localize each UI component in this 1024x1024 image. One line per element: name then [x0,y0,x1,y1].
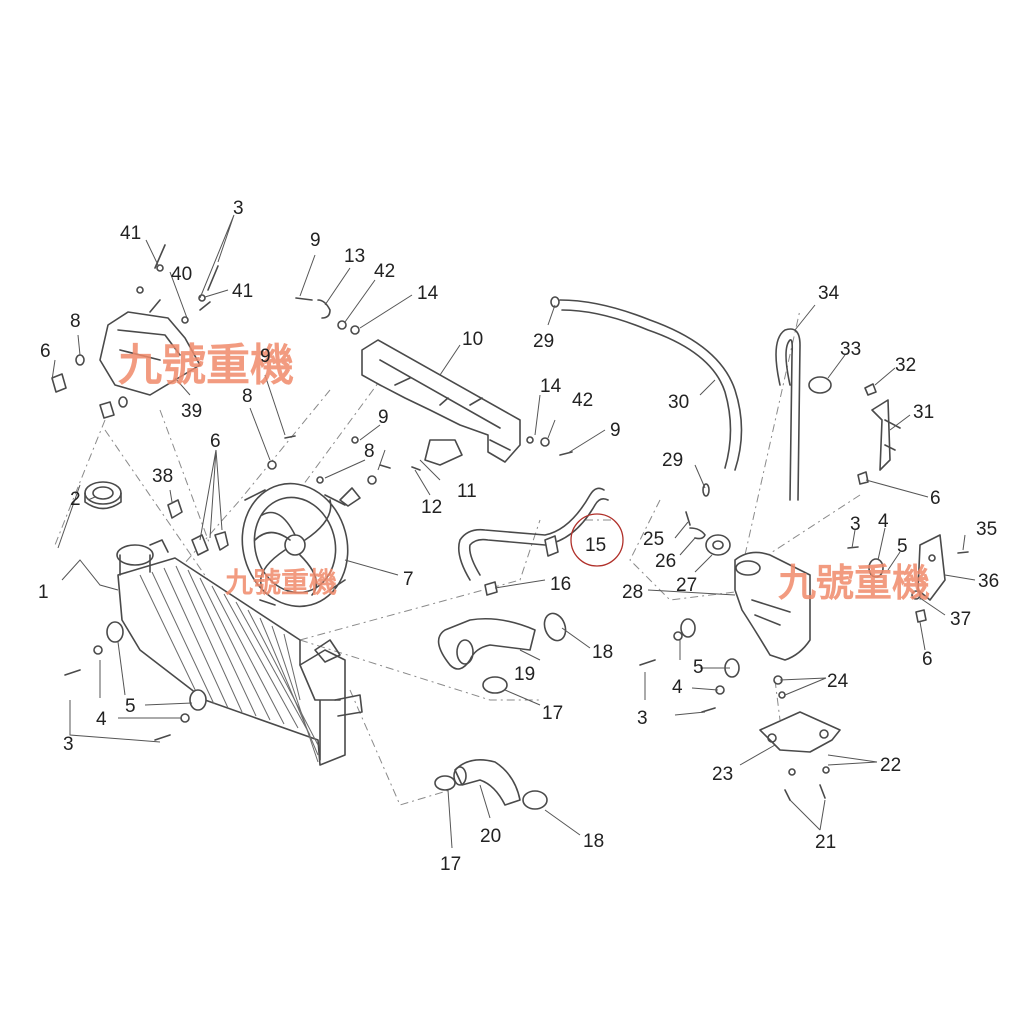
callout-19: 19 [514,664,535,685]
callout-4: 4 [878,511,889,532]
callout-9: 9 [610,420,621,441]
callout-5: 5 [125,696,136,717]
callout-18: 18 [583,831,604,852]
callout-14: 14 [417,283,439,304]
callout-4: 4 [672,677,683,698]
callout-5: 5 [693,657,704,678]
callout-27: 27 [676,575,697,596]
callout-3: 3 [850,514,861,535]
callout-42: 42 [572,390,593,411]
cooling-fan [241,482,361,608]
callout-31: 31 [913,402,934,423]
callout-3: 3 [233,198,244,219]
callout-3: 3 [637,708,648,729]
hose-clamps [434,296,832,810]
callout-2: 2 [70,489,81,510]
watermark-top-left: 九號重機 [118,340,294,391]
watermark-right: 九號重機 [778,561,930,605]
callout-6: 6 [922,649,933,670]
callout-21: 21 [815,832,836,853]
expansion-tank [705,534,811,661]
callout-15: 15 [585,535,606,556]
callout-4: 4 [96,709,107,730]
hose-15 [457,487,609,581]
bracket-36 [917,534,946,601]
callout-41: 41 [120,223,141,244]
callout-labels: 1 2 3 3 3 3 4 4 4 5 5 5 6 6 6 6 7 8 8 8 … [38,198,999,875]
callout-39: 39 [181,401,202,422]
upper-mounting-bracket [361,339,521,466]
hardware-fasteners [51,244,969,801]
callout-42: 42 [374,261,395,282]
callout-35: 35 [976,519,997,540]
callout-9: 9 [260,346,271,367]
hose-30 [559,299,743,471]
callout-23: 23 [712,764,733,785]
radiator [116,539,363,766]
callout-38: 38 [152,466,173,487]
radiator-shroud [99,311,201,396]
radiator-cap [84,481,122,510]
callout-33: 33 [840,339,861,360]
callout-9: 9 [310,230,321,251]
callout-13: 13 [344,246,365,267]
tank-lower-bracket [759,711,841,753]
callout-17: 17 [440,854,461,875]
callout-40: 40 [171,264,192,285]
callout-8: 8 [70,311,81,332]
leader-lines [51,214,976,849]
callout-11: 11 [457,481,477,502]
callout-5: 5 [897,536,908,557]
callout-10: 10 [462,329,483,350]
callout-24: 24 [827,671,849,692]
callout-34: 34 [818,283,840,304]
callout-18: 18 [592,642,613,663]
callout-8: 8 [364,441,375,462]
callout-16: 16 [550,574,571,595]
bracket-31 [871,399,901,471]
callout-25: 25 [643,529,664,550]
hose-20 [453,759,521,806]
hose-19 [437,617,536,670]
callout-20: 20 [480,826,501,847]
callout-8: 8 [242,386,253,407]
callout-3: 3 [63,734,74,755]
callout-26: 26 [655,551,676,572]
hose-34 [775,328,801,501]
callout-12: 12 [421,497,442,518]
watermark-center: 九號重機 [225,566,337,599]
callout-22: 22 [880,755,901,776]
callout-30: 30 [668,392,689,413]
callout-17: 17 [542,703,563,724]
callout-41: 41 [232,281,253,302]
callout-7: 7 [403,569,414,590]
callout-29: 29 [662,450,683,471]
callout-6: 6 [930,488,941,509]
callout-1: 1 [38,582,49,603]
highlight-circle-part-15 [570,513,624,567]
callout-37: 37 [950,609,971,630]
callout-28: 28 [622,582,643,603]
callout-32: 32 [895,355,916,376]
callout-29: 29 [533,331,554,352]
callout-36: 36 [978,571,999,592]
callout-14: 14 [540,376,562,397]
callout-6: 6 [210,431,221,452]
callout-9: 9 [378,407,389,428]
callout-6: 6 [40,341,51,362]
